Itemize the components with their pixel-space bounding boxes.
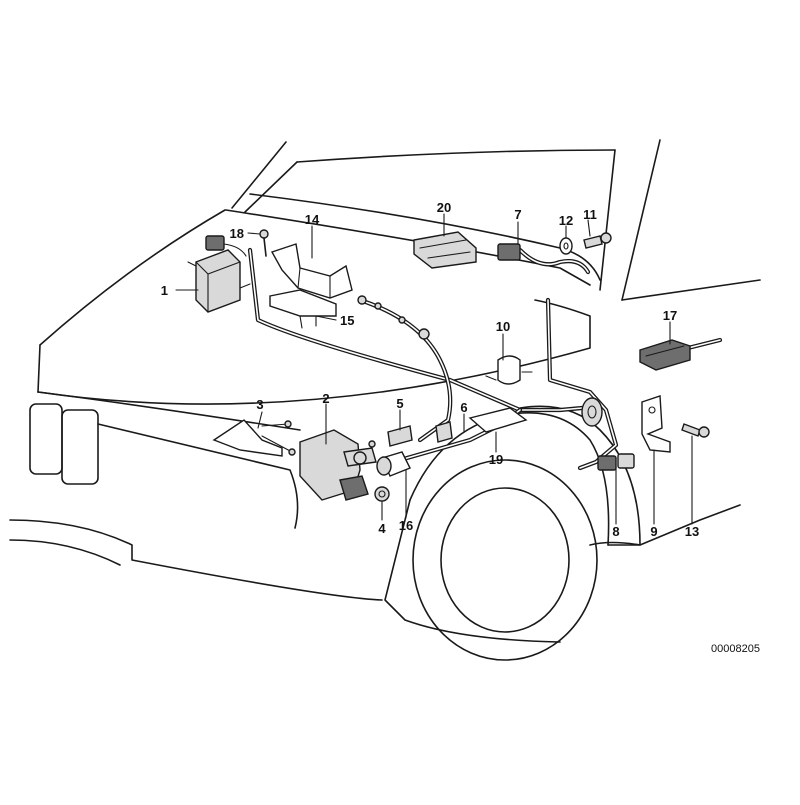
callout-17: 17 xyxy=(663,308,677,323)
pulse-sensor-part-16 xyxy=(376,451,411,477)
callout-4: 4 xyxy=(378,521,386,536)
callout-labels: 1 2 3 4 5 6 7 8 9 10 11 12 13 14 15 16 1… xyxy=(161,200,699,539)
bracket-part-19 xyxy=(468,407,528,433)
connector-part-8 xyxy=(597,453,635,471)
headlamp-left xyxy=(29,403,63,475)
bracket-part-15 xyxy=(269,289,337,329)
bumper-upper-line xyxy=(97,423,299,529)
grommet-part-6 xyxy=(435,421,453,443)
a-pillar-right-outer xyxy=(621,139,661,301)
hood-left-edge xyxy=(39,209,226,346)
bracket-part-3 xyxy=(212,419,296,457)
wheel-rim xyxy=(440,487,570,633)
callout-12: 12 xyxy=(559,213,573,228)
right-harness-cable xyxy=(545,297,619,471)
leader-lines xyxy=(175,213,693,525)
tyre-outer xyxy=(412,459,598,661)
callout-10: 10 xyxy=(496,319,510,334)
callout-14: 14 xyxy=(305,212,320,227)
callout-6: 6 xyxy=(460,400,467,415)
bumper-lower-line xyxy=(9,519,383,601)
control-unit-part xyxy=(187,235,251,313)
callout-16: 16 xyxy=(399,518,413,533)
diagram-reference-number: 00008205 xyxy=(711,643,760,655)
bolt-part-11 xyxy=(583,232,612,249)
windshield-inner-left xyxy=(244,161,298,213)
cable-fittings xyxy=(357,295,430,340)
callout-9: 9 xyxy=(650,524,657,539)
callout-11: 11 xyxy=(583,207,597,222)
actuator-part-2 xyxy=(299,429,377,501)
sill-line xyxy=(607,504,741,546)
clip-part-10 xyxy=(485,355,533,385)
harness-grommet xyxy=(581,397,603,427)
grille-top xyxy=(37,391,301,431)
callout-1: 1 xyxy=(161,283,168,298)
fender-top-line xyxy=(621,279,761,301)
wheel-arch-lower xyxy=(384,499,561,643)
car-body-outline xyxy=(9,139,761,661)
callout-5: 5 xyxy=(396,396,403,411)
connector-part-7 xyxy=(497,243,521,261)
callout-18: 18 xyxy=(230,226,244,241)
mounting-plate-part-9 xyxy=(641,395,671,453)
headlamp-right xyxy=(61,409,99,485)
callout-8: 8 xyxy=(612,524,619,539)
parts xyxy=(187,229,710,502)
nut-part-4 xyxy=(374,486,390,502)
callout-19: 19 xyxy=(489,452,503,467)
callout-3: 3 xyxy=(256,397,263,412)
front-corner xyxy=(37,344,41,393)
valance-line xyxy=(9,539,121,566)
sensor-strip-part-20 xyxy=(413,231,477,269)
washer-part-12 xyxy=(559,237,573,255)
sensor-part-17 xyxy=(639,339,691,371)
upper-connector-lead xyxy=(517,247,591,275)
callout-13: 13 xyxy=(685,524,699,539)
callout-20: 20 xyxy=(437,200,451,215)
bolt-part-13 xyxy=(681,423,710,438)
callout-7: 7 xyxy=(514,207,521,222)
cowl-line xyxy=(225,209,591,286)
bracket-part-14 xyxy=(270,243,353,299)
fender-arch-outer xyxy=(519,405,641,546)
screw-part-18 xyxy=(259,229,269,257)
hood-rear-line xyxy=(249,193,601,281)
callout-2: 2 xyxy=(322,391,329,406)
windshield-top-edge xyxy=(296,149,616,163)
callout-15: 15 xyxy=(340,313,354,328)
cable-end-part-5 xyxy=(368,425,413,448)
hood-front-edge xyxy=(37,299,591,405)
a-pillar-left xyxy=(231,141,287,209)
a-pillar-right xyxy=(599,149,616,291)
